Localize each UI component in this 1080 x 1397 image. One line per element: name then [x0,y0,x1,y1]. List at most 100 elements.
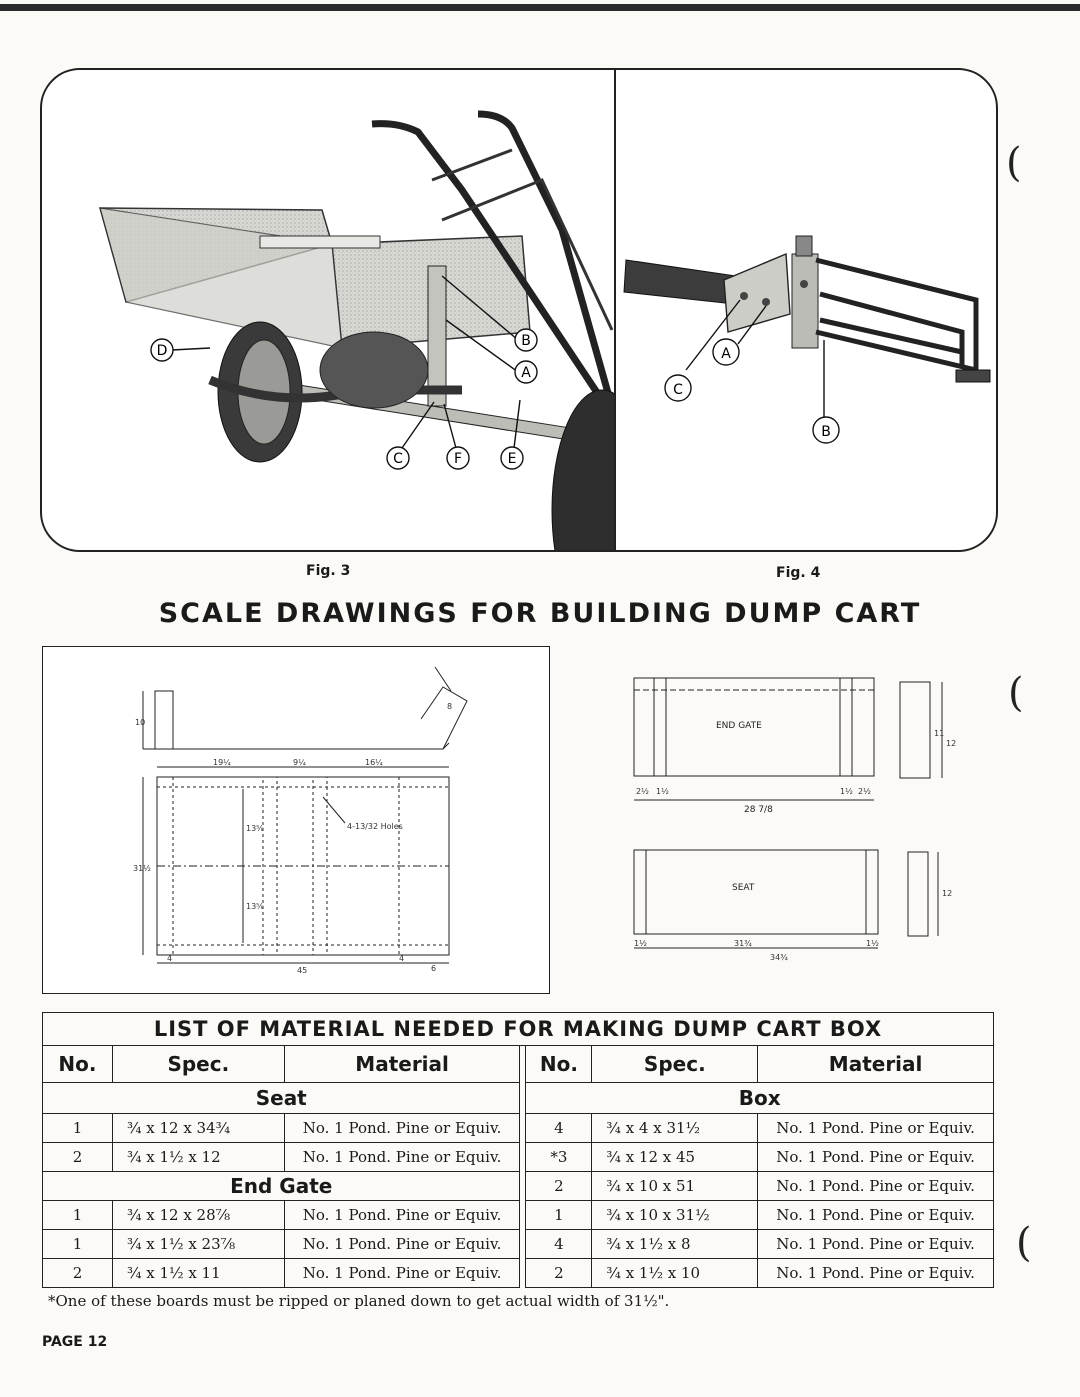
hole-leader [322,796,346,824]
fig4-callout-label: A [721,346,731,362]
dim-label: 13⅝ [246,824,264,833]
section-box: Box [525,1082,994,1114]
dim-label: 16¼ [365,758,383,767]
dim-label: 1½ [866,939,879,948]
cell-no: 2 [525,1258,593,1288]
fig3-callout-label: D [157,343,168,359]
seat-outline [633,849,879,935]
cell-spec: ¾ x 1½ x 10 [591,1258,759,1288]
cell-material: No. 1 Pond. Pine or Equiv. [283,1258,521,1288]
fig3-callout-circle [514,328,538,352]
dim-label: 34¾ [770,953,788,962]
end-gate-seat-drawings: END GATE 28 7/8 2½ 1½ 1½ 2½ 11 12 SEAT 1… [633,677,956,962]
cell-material: No. 1 Pond. Pine or Equiv. [757,1229,994,1259]
handle-frame [431,148,614,331]
dim-label: 13⅝ [246,902,264,911]
dim-label: 4 [167,954,172,963]
end-gate-post-right [839,677,853,777]
cell-no: 2 [42,1142,113,1172]
hitch-bracket-cap [795,235,813,257]
cell-no: 1 [42,1200,113,1230]
hitch-frame-rails [815,257,979,374]
cell-material: No. 1 Pond. Pine or Equiv. [757,1113,994,1143]
section-end-gate: End Gate [41,1171,521,1201]
fig4-illustration: A C B [623,235,991,444]
seat-section [907,851,929,937]
end-gate-outline [633,677,875,777]
tractor-wheel [551,389,614,550]
fig4-callout-circle [712,338,740,366]
fig4-callout-circle [664,374,692,402]
hitch-pin [800,280,808,288]
material-table: LIST OF MATERIAL NEEDED FOR MAKING DUMP … [41,1012,994,1288]
cell-spec: ¾ x 1½ x 8 [591,1229,759,1259]
side-elevation-board [154,690,174,750]
fig3-callout-label: C [393,451,403,467]
fig3-callout-label: A [521,365,531,381]
cell-no: 4 [525,1113,593,1143]
cell-spec: ¾ x 12 x 34¾ [111,1113,285,1143]
hitch-plate [723,252,791,333]
dim-label: 4 [399,954,404,963]
engine-housing [319,331,429,409]
table-row: 1 ¾ x 1½ x 23⅞ No. 1 Pond. Pine or Equiv… [42,1229,994,1259]
header-spec: Spec. [591,1045,759,1083]
fig4-callout-label: B [821,424,831,440]
side-elevation-angle [420,686,468,750]
fig3-callout-label: B [521,333,531,349]
cell-material: No. 1 Pond. Pine or Equiv. [757,1258,994,1288]
dim-label: 12 [946,739,956,748]
header-no: No. [525,1045,593,1083]
dim-label: 1½ [634,939,647,948]
dim-label: 31¾ [734,939,752,948]
cell-material: No. 1 Pond. Pine or Equiv. [283,1200,521,1230]
handlebar-2 [477,110,614,401]
cell-spec: ¾ x 1½ x 12 [111,1142,285,1172]
cart-seat-board [259,235,381,249]
dim-label: 1½ [656,787,669,796]
cell-spec: ¾ x 1½ x 23⅞ [111,1229,285,1259]
seat-label: SEAT [732,883,755,893]
hitch-tube [623,259,737,305]
holes-note: 4-13/32 Holes [347,822,403,831]
cell-material: No. 1 Pond. Pine or Equiv. [283,1229,521,1259]
table-row: End Gate 2 ¾ x 10 x 51 No. 1 Pond. Pine … [41,1171,994,1201]
dim-label: 31½ [133,864,151,873]
fig4-callout-label: C [673,382,683,398]
dim-label: 19¼ [213,758,231,767]
dim-label: 45 [297,966,307,975]
binder-mark: ( [1008,670,1024,716]
box-scale-drawing: 19¼ 9¼ 16¼ 31½ 13⅝ 13⅝ 4 45 4 6 8 10 4-1… [133,666,468,975]
end-gate-post-left [653,677,667,777]
cell-no: 1 [42,1113,113,1143]
cell-no: *3 [525,1142,593,1172]
cell-no: 1 [525,1200,593,1230]
dim-label: 6 [431,964,436,973]
hitch-bracket-post [791,253,819,349]
top-rule [0,4,1080,11]
dim-label: 2½ [636,787,649,796]
cell-spec: ¾ x 10 x 31½ [591,1200,759,1230]
photo-divider [614,70,616,550]
binder-mark: ( [1006,140,1022,186]
cell-no: 1 [42,1229,113,1259]
end-gate-label: END GATE [716,721,762,731]
fig3-callouts [150,275,538,470]
dim-label: 11 [934,729,944,738]
page-number: PAGE 12 [42,1334,108,1350]
photo-frame: D B A C F E A C B [40,68,998,552]
fig3-callout-circle [446,446,470,470]
cell-spec: ¾ x 12 x 28⅞ [111,1200,285,1230]
dim-line [434,666,452,692]
table-row: 2 ¾ x 1½ x 11 No. 1 Pond. Pine or Equiv.… [42,1258,994,1288]
header-material: Material [283,1045,521,1083]
end-gate-section [899,681,931,779]
fig3-callout-label: E [508,451,517,467]
dim-label: 2½ [858,787,871,796]
table-row: 2 ¾ x 1½ x 12 No. 1 Pond. Pine or Equiv.… [42,1142,994,1172]
table-row: 1 ¾ x 12 x 28⅞ No. 1 Pond. Pine or Equiv… [42,1200,994,1230]
fig3-callout-circle [514,360,538,384]
hitch-bracket [427,265,447,407]
cell-no: 4 [525,1229,593,1259]
dim-label: 9¼ [293,758,306,767]
